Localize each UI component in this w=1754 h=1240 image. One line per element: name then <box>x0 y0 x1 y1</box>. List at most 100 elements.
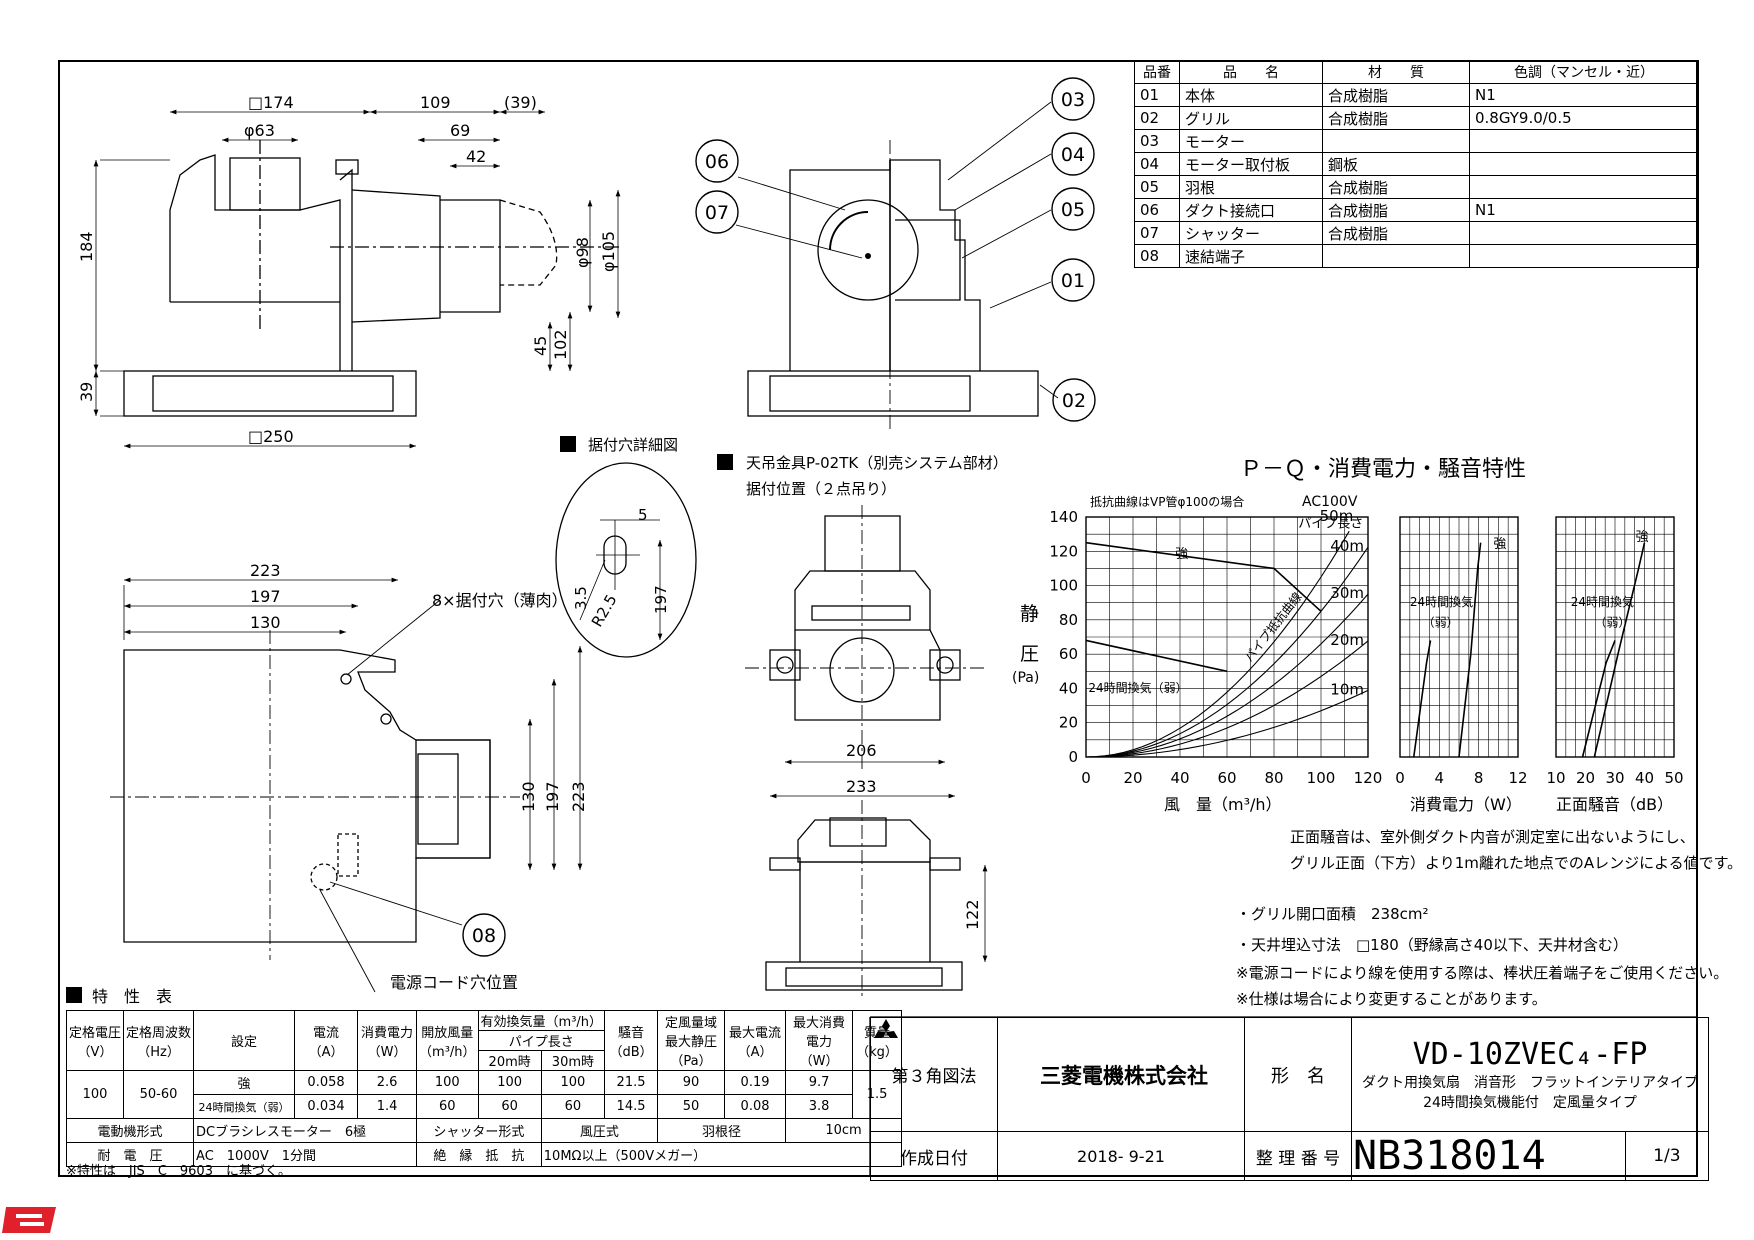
spec-h: 電流 <box>313 1025 340 1041</box>
spec-cell: 21.5 <box>604 1070 659 1095</box>
series-label-24h: 24時間換気 <box>1571 594 1634 609</box>
callout-08: 08 <box>472 925 496 947</box>
dim-label: φ63 <box>244 121 275 140</box>
plan-view-dim-labels: 223 197 130 8×据付穴（薄肉） 130 197 223 電源コード穴… <box>250 561 588 992</box>
y-label-char: 静 <box>1020 603 1039 625</box>
part-material: 合成樹脂 <box>1322 106 1470 130</box>
x-tick-label: 4 <box>1435 769 1445 787</box>
part-no: 02 <box>1134 106 1180 130</box>
corner-logo-icon <box>2 1207 56 1233</box>
spec-h: （W） <box>799 1054 839 1069</box>
callout-01: 01 <box>1061 270 1085 292</box>
note-line: グリル正面（下方）より1m離れた地点でのAレンジによる値です。 <box>1290 854 1743 872</box>
x-label: 風 量（m³/h） <box>1164 795 1282 814</box>
front-view-dim-labels: □174 109 (39) φ63 69 42 184 φ98 φ105 45 … <box>77 93 618 446</box>
dim-label: 5 <box>638 506 648 524</box>
x-label-noise: 正面騒音（dB） <box>1556 795 1673 814</box>
x-tick-label: 80 <box>1264 769 1283 787</box>
part-no: 03 <box>1134 129 1180 153</box>
x-tick-label: 100 <box>1307 769 1336 787</box>
dim-label: □250 <box>248 427 294 446</box>
title-block: 第３角図法 三菱電機株式会社 形 名 VD-10ZVEC₄-FP ダクト用換気扇… <box>870 1017 1710 1181</box>
x-label-power: 消費電力（W） <box>1410 795 1522 814</box>
spec-h: （W） <box>367 1044 407 1060</box>
detail-dim-labels: 5 3.5 R2.5 197 <box>572 506 670 630</box>
detail-title: 据付穴詳細図 <box>588 436 678 454</box>
spec-cell: 9.7 <box>785 1070 854 1095</box>
parts-header-row: 品番 品 名 材 質 色調（マンセル・近） <box>1134 60 1699 84</box>
spec-cell: 0.058 <box>294 1070 359 1095</box>
x-tick-label: 60 <box>1217 769 1236 787</box>
spec-cell: 100 <box>540 1070 606 1095</box>
plot-frame <box>1085 516 1369 758</box>
y-tick-label: 60 <box>1059 645 1078 663</box>
chart-subtitle: 抵抗曲線はVP管φ100の場合 <box>1090 494 1244 509</box>
x-tick-label: 0 <box>1395 769 1405 787</box>
spec-h: 最大電流 <box>729 1025 782 1041</box>
callout-circles <box>462 77 1096 957</box>
spec-h: （Pa） <box>670 1054 712 1069</box>
dim-label: 109 <box>420 93 451 112</box>
pipe-length-label: 40m <box>1330 537 1364 555</box>
x-tick-label: 40 <box>1635 769 1654 787</box>
callout-06: 06 <box>705 151 729 173</box>
part-color: N1 <box>1469 198 1699 222</box>
part-material: 鋼板 <box>1322 152 1470 176</box>
chart-title: Ｐ－Ｑ・消費電力・騒音特性 <box>1240 457 1526 482</box>
company-name: 三菱電機株式会社 <box>1040 1063 1208 1088</box>
callout-05: 05 <box>1061 199 1085 221</box>
resistance-curve <box>1085 593 1369 758</box>
spec-cell: 強 <box>193 1070 296 1095</box>
spec-table: 定格電圧（V） 定格周波数（Hz） 設定 電流（A） 消費電力（W） 開放風量（… <box>65 1010 903 1167</box>
part-material <box>1322 129 1470 153</box>
hanger-side-view <box>765 793 988 1000</box>
series-label-weak: 24時間換気（弱） <box>1088 680 1187 695</box>
front-view <box>93 109 621 449</box>
dim-label: 102 <box>551 329 570 360</box>
spec-h: 定格周波数 <box>126 1025 192 1041</box>
part-no: 06 <box>1134 198 1180 222</box>
drawing-number: NB318014 <box>1351 1131 1626 1181</box>
spec-cell: 50 <box>657 1094 726 1119</box>
spec-h: パイプ長さ <box>477 1030 606 1051</box>
dim-label: 197 <box>250 587 281 606</box>
dim-label: 197 <box>543 781 562 812</box>
x-tick-label: 20 <box>1123 769 1142 787</box>
y-tick-label: 0 <box>1068 748 1078 766</box>
dim-label: φ98 <box>573 237 592 268</box>
spec-blade-label: 羽根径 <box>657 1118 787 1143</box>
x-tick-label: 12 <box>1508 769 1527 787</box>
y-tick-label: 120 <box>1049 542 1078 560</box>
spec-h: （A） <box>308 1044 344 1060</box>
callout-02: 02 <box>1062 390 1086 412</box>
pipe-length-title: パイプ長さ <box>1298 516 1363 531</box>
plan-view <box>110 577 583 993</box>
y-tick-label: 40 <box>1059 679 1078 697</box>
spec-cell: 2.6 <box>357 1070 418 1095</box>
pipe-length-label: 10m <box>1330 680 1364 698</box>
series-label-weak: （弱） <box>1423 616 1459 630</box>
spec-h: 有効換気量（m³/h） <box>477 1010 606 1031</box>
series-label-strong: 強 <box>1175 547 1188 562</box>
spec-cell: 100 <box>416 1070 479 1095</box>
x-tick-label: 50 <box>1664 769 1683 787</box>
x-tick-label: 40 <box>1170 769 1189 787</box>
hanger-title: 天吊金具P-02TK（別売システム部材） <box>746 454 1008 472</box>
date-value: 2018- 9-21 <box>997 1131 1245 1181</box>
dim-label: R2.5 <box>588 591 621 630</box>
note-line: ・天井埋込寸法 □180（野縁高さ40以下、天井材含む） <box>1236 936 1628 954</box>
spec-h: 騒音 <box>618 1025 645 1041</box>
x-tick-label: 120 <box>1354 769 1383 787</box>
dim-label: 45 <box>531 336 550 356</box>
model-number: VD-10ZVEC₄-FP <box>1412 1037 1648 1072</box>
callout-04: 04 <box>1061 144 1085 166</box>
number-label: 整 理 番 号 <box>1244 1131 1352 1181</box>
note-line: ※電源コードにより線を使用する際は、棒状圧着端子をご使用ください。 <box>1236 964 1729 982</box>
pq-series-line <box>1085 541 1322 612</box>
x-tick-label: 0 <box>1081 769 1091 787</box>
